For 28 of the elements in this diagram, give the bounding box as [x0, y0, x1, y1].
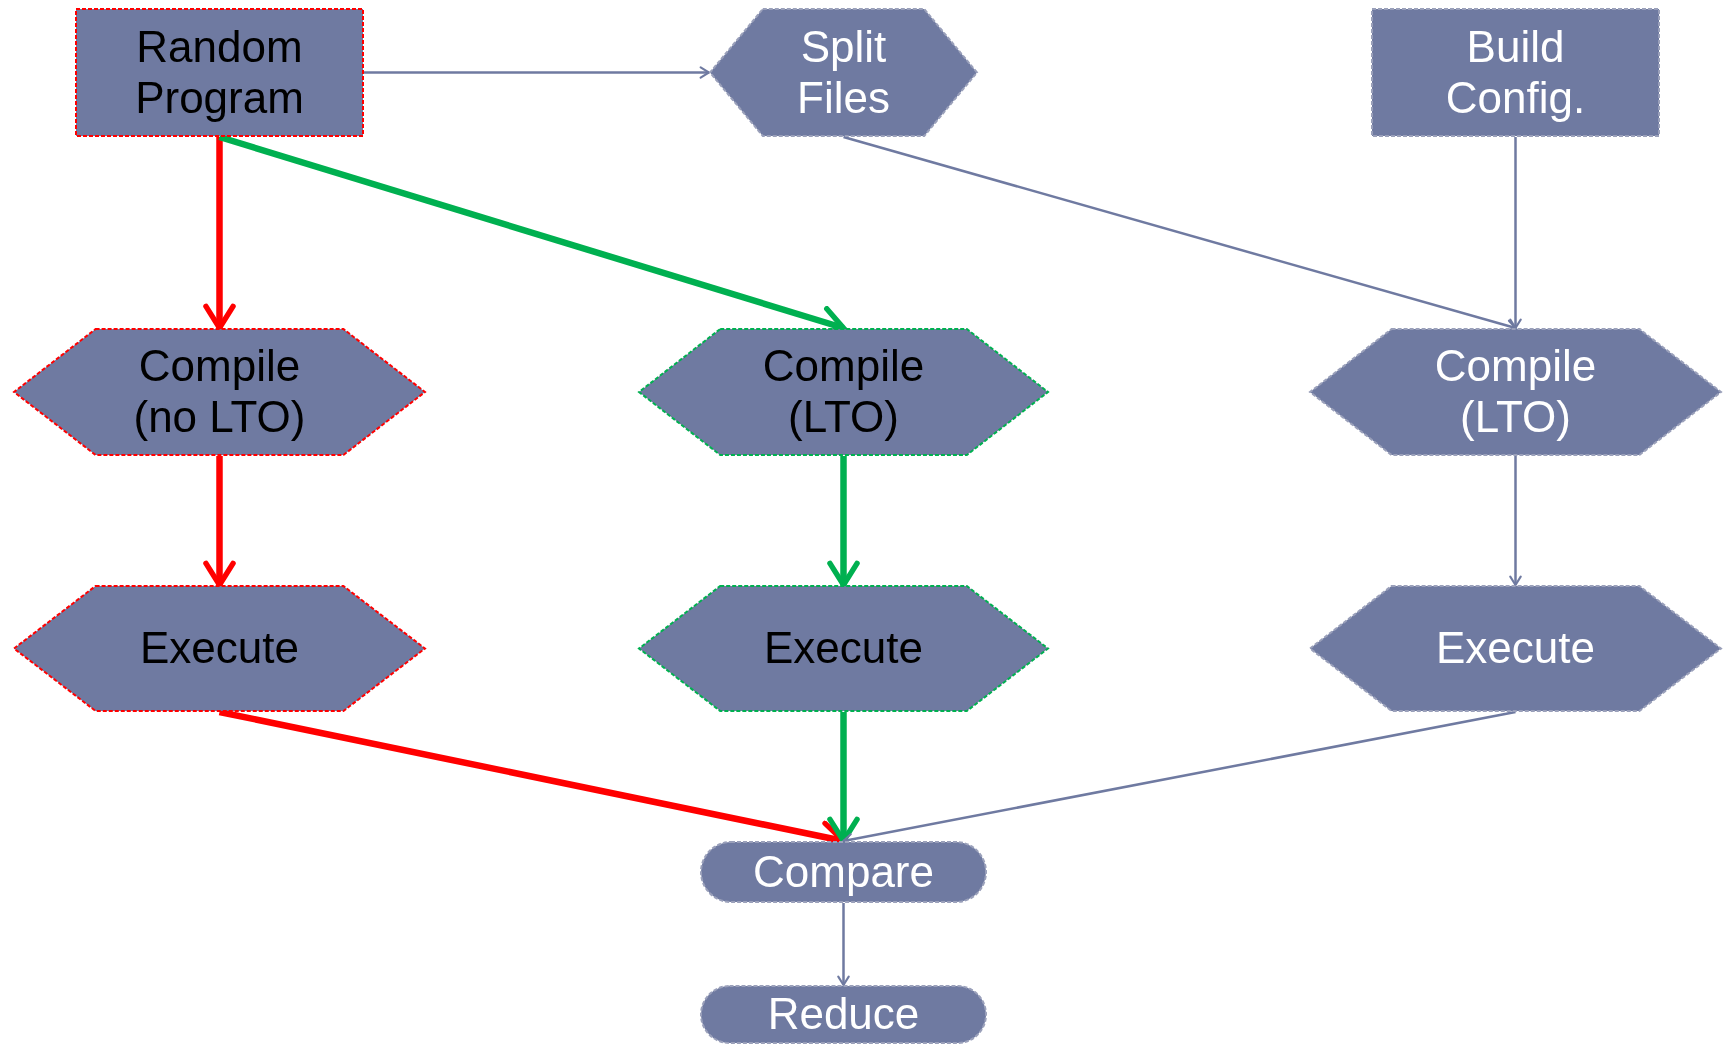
hexagon-node — [638, 585, 1049, 712]
arrow — [203, 456, 236, 588]
arrow — [1509, 456, 1522, 587]
arrow — [203, 137, 236, 331]
node-label: Split Files — [796, 21, 891, 124]
hexagon-node — [709, 8, 978, 137]
node-label: Execute — [140, 623, 299, 674]
node-label: Compare — [753, 846, 934, 898]
hexagon-node — [1309, 585, 1722, 712]
hexagon-node — [13, 585, 426, 712]
arrow — [827, 712, 860, 844]
node-label: Execute — [764, 623, 923, 674]
arrow — [837, 903, 850, 987]
node-label: Reduce — [767, 989, 920, 1040]
hexagon-node — [13, 328, 426, 456]
node-label: Build Config. — [1444, 21, 1587, 124]
node-label: Execute — [1436, 623, 1595, 674]
arrow — [364, 66, 711, 79]
process-box — [1371, 8, 1660, 137]
arrow — [827, 456, 860, 588]
node-label: Compile (no LTO) — [132, 341, 307, 443]
node-label: Compile (LTO) — [761, 341, 926, 443]
node-label: Compile (LTO) — [1433, 341, 1598, 443]
hexagon-node — [638, 328, 1049, 456]
node-label: Random Program — [134, 21, 305, 124]
hexagon-node — [1309, 328, 1722, 456]
arrow — [1509, 137, 1522, 330]
process-box — [75, 8, 364, 137]
